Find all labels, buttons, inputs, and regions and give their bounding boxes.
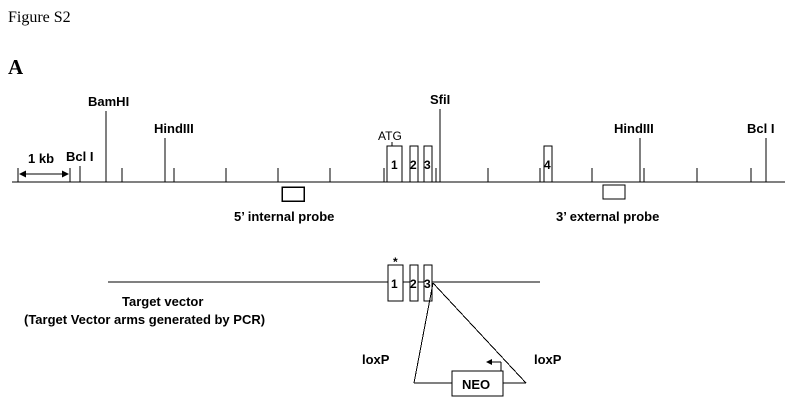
- site-hindiii-left: HindIII: [154, 121, 194, 136]
- neo-cassette: [451, 370, 504, 397]
- loxp-right-label: loxP: [534, 352, 562, 367]
- vector-exon-1-label: 1: [391, 277, 398, 291]
- scale-bar-label: 1 kb: [28, 151, 54, 166]
- target-vector-sublabel: (Target Vector arms generated by PCR): [24, 312, 265, 327]
- site-bcli-right: Bcl I: [747, 121, 774, 136]
- internal-probe-label: 5’ internal probe: [234, 209, 334, 224]
- neo-direction-arrow-icon: [486, 359, 502, 371]
- panel-label: A: [8, 55, 24, 79]
- genomic-exon-1: [386, 145, 403, 183]
- scale-bar: [19, 170, 69, 178]
- internal-probe: [281, 186, 305, 202]
- vector-exon-3-label: 3: [424, 277, 431, 291]
- genomic-exon-3-label: 3: [424, 158, 431, 172]
- figure-title: Figure S2: [8, 9, 71, 26]
- neo-cassette-label: NEO: [462, 377, 490, 392]
- mutation-asterisk: *: [393, 255, 398, 269]
- vector-exon-1: [387, 264, 404, 302]
- genomic-exon-1-label: 1: [391, 158, 398, 172]
- neo-insertion: [413, 282, 527, 384]
- genomic-exon-4: [543, 145, 553, 183]
- site-bamhi: BamHI: [88, 94, 129, 109]
- external-probe-label: 3’ external probe: [556, 209, 659, 224]
- target-vector-label: Target vector: [122, 294, 203, 309]
- genomic-exon-4-label: 4: [544, 158, 551, 172]
- locus-minor-ticks: [17, 168, 752, 182]
- external-probe: [602, 184, 626, 200]
- genomic-exon-2: [409, 145, 419, 183]
- loxp-left-label: loxP: [362, 352, 390, 367]
- site-hindiii-right: HindIII: [614, 121, 654, 136]
- vector-exon-2-label: 2: [410, 277, 417, 291]
- atg-label: ATG: [378, 129, 402, 143]
- genomic-exon-2-label: 2: [410, 158, 417, 172]
- vector-exon-3: [423, 264, 433, 302]
- site-bcli-left: Bcl I: [66, 149, 93, 164]
- genomic-exon-3: [423, 145, 433, 183]
- vector-exon-2: [409, 264, 419, 302]
- site-sfii: SfiI: [430, 92, 450, 107]
